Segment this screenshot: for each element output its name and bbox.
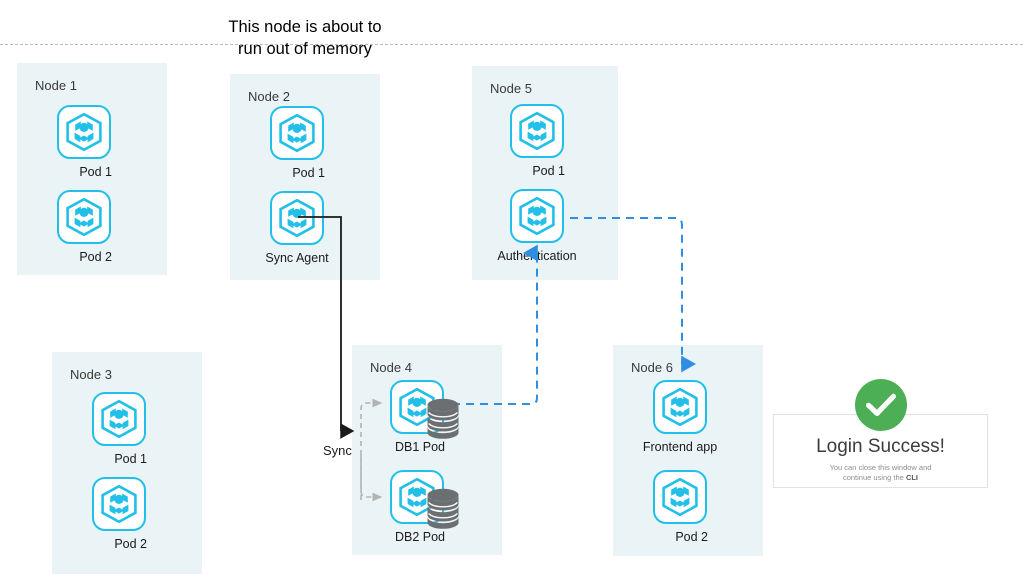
kubernetes-pod-icon bbox=[653, 380, 707, 434]
database-icon-db2 bbox=[426, 488, 460, 535]
kubernetes-pod-icon bbox=[653, 470, 707, 524]
pod-label: Pod 1 bbox=[532, 164, 565, 178]
pod-node1-pod2[interactable]: Pod 2 bbox=[56, 190, 112, 266]
kubernetes-pod-icon bbox=[57, 190, 111, 244]
pod-label: Pod 2 bbox=[675, 530, 708, 544]
node-container-node5: Node 5 Pod 1 bbox=[472, 66, 618, 280]
pod-node6-pod2[interactable]: Pod 2 bbox=[652, 470, 708, 546]
pod-label: Pod 2 bbox=[79, 250, 112, 264]
pod-label: DB1 Pod bbox=[394, 440, 445, 454]
pod-node2-pod1[interactable]: Pod 1 bbox=[269, 106, 325, 182]
node-title-node4: Node 4 bbox=[370, 360, 412, 375]
node-container-node1: Node 1 Pod 1 bbox=[17, 63, 167, 275]
memory-warning-annotation: This node is about to run out of memory bbox=[228, 18, 382, 58]
login-success-dialog: Login Success! You can close this window… bbox=[773, 379, 988, 488]
kubernetes-pod-icon bbox=[270, 191, 324, 245]
node-title-node3: Node 3 bbox=[70, 367, 112, 382]
pod-node6-frontend-app[interactable]: Frontend app bbox=[643, 380, 717, 456]
pod-label: Pod 1 bbox=[79, 165, 112, 179]
kubernetes-pod-icon bbox=[92, 392, 146, 446]
node-title-node1: Node 1 bbox=[35, 78, 77, 93]
node-title-node6: Node 6 bbox=[631, 360, 673, 375]
pod-label: Sync Agent bbox=[265, 251, 329, 265]
node-title-node5: Node 5 bbox=[490, 81, 532, 96]
pod-label: Pod 1 bbox=[114, 452, 147, 466]
kubernetes-pod-icon bbox=[57, 105, 111, 159]
pod-label: Frontend app bbox=[642, 440, 718, 454]
kubernetes-pod-icon bbox=[510, 104, 564, 158]
top-divider bbox=[0, 44, 1023, 45]
database-icon-db1 bbox=[426, 398, 460, 445]
login-success-title: Login Success! bbox=[816, 436, 945, 457]
pod-label: DB2 Pod bbox=[394, 530, 445, 544]
pod-node1-pod1[interactable]: Pod 1 bbox=[56, 105, 112, 181]
kubernetes-pod-icon bbox=[390, 470, 444, 524]
pod-node3-pod2[interactable]: Pod 2 bbox=[91, 477, 147, 553]
pod-node4-db2[interactable]: DB2 Pod bbox=[389, 470, 445, 546]
node-container-node6: Node 6 Frontend app bbox=[613, 345, 763, 556]
node-title-node2: Node 2 bbox=[248, 89, 290, 104]
kubernetes-pod-icon bbox=[270, 106, 324, 160]
pod-node3-pod1[interactable]: Pod 1 bbox=[91, 392, 147, 468]
sync-connector-label: Sync bbox=[323, 443, 352, 458]
pod-node2-sync-agent[interactable]: Sync Agent bbox=[265, 191, 329, 267]
pod-label: Pod 1 bbox=[292, 166, 325, 180]
success-check-icon bbox=[854, 379, 907, 431]
node-container-node2: Node 2 Pod 1 bbox=[230, 74, 380, 280]
pod-node5-authentication[interactable]: Authentication bbox=[497, 189, 577, 265]
node-container-node3: Node 3 Pod 1 bbox=[52, 352, 202, 574]
pod-label: Pod 2 bbox=[114, 537, 147, 551]
kubernetes-pod-icon bbox=[510, 189, 564, 243]
pod-node5-pod1[interactable]: Pod 1 bbox=[509, 104, 565, 180]
kubernetes-pod-icon bbox=[92, 477, 146, 531]
pod-label: Authentication bbox=[497, 249, 577, 263]
